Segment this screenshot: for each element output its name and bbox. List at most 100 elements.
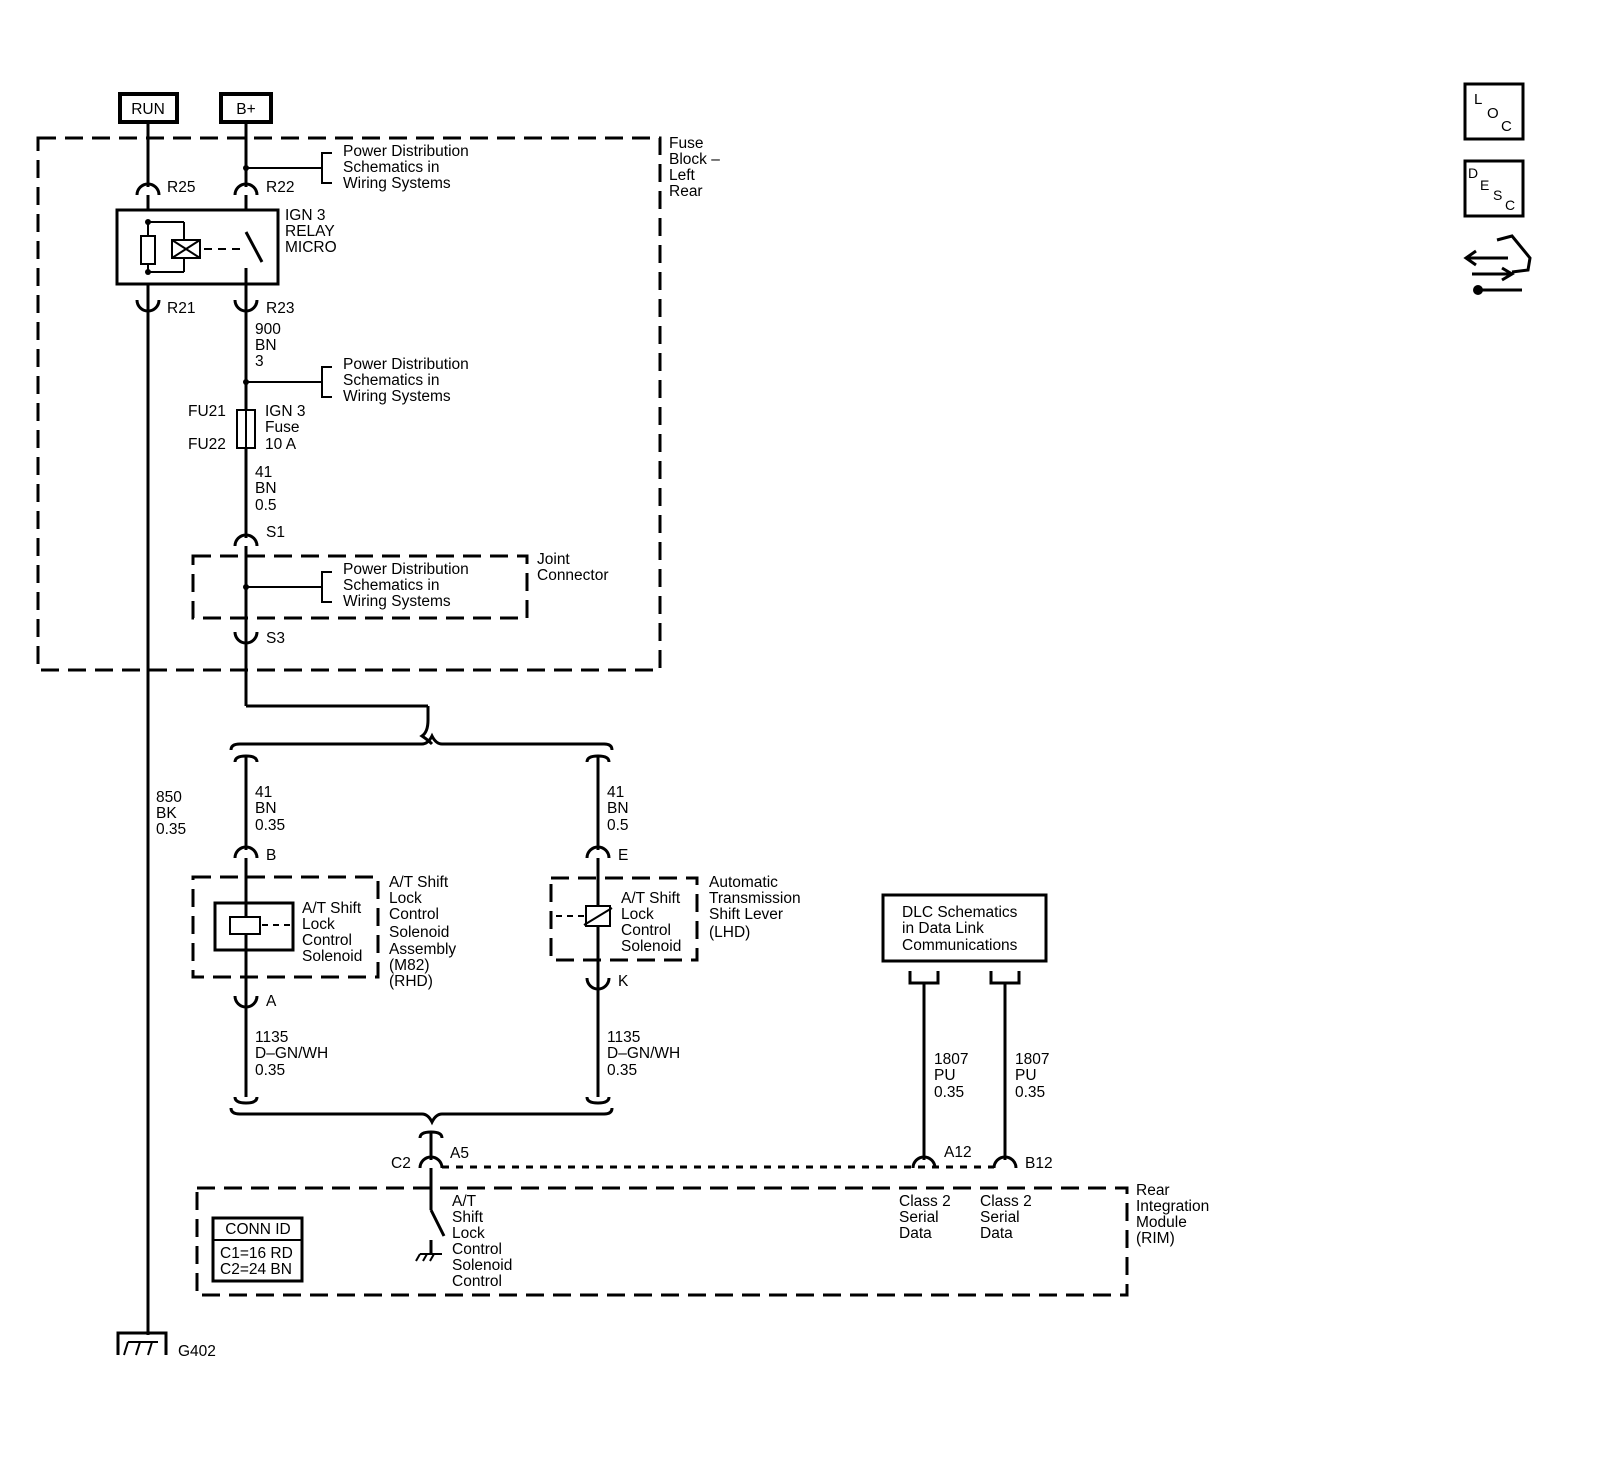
splice-s1: S1	[266, 524, 285, 541]
svg-text:Communications: Communications	[902, 937, 1018, 954]
svg-text:41: 41	[607, 784, 624, 801]
svg-text:MICRO: MICRO	[285, 239, 337, 256]
svg-text:900: 900	[255, 321, 281, 338]
pin-a: A	[266, 993, 277, 1010]
right-wire-in-label: 41 BN 0.5	[607, 784, 629, 834]
svg-text:A/T Shift: A/T Shift	[302, 900, 362, 917]
svg-text:41: 41	[255, 464, 272, 481]
ground-wire-label-2: BK	[156, 805, 177, 822]
svg-text:0.35: 0.35	[255, 1062, 285, 1079]
svg-text:Block –: Block –	[669, 151, 720, 168]
svg-text:O: O	[1487, 105, 1499, 122]
power-distribution-ref-3[interactable]: Power Distribution Schematics in Wiring …	[243, 561, 469, 610]
svg-text:1135: 1135	[255, 1029, 288, 1046]
left-branch-wire	[233, 754, 259, 1105]
svg-text:Shift: Shift	[452, 1209, 484, 1226]
svg-text:Fuse: Fuse	[669, 135, 703, 152]
svg-text:Transmission: Transmission	[709, 890, 801, 907]
svg-text:Serial: Serial	[980, 1209, 1020, 1226]
svg-text:Control: Control	[389, 906, 439, 923]
svg-text:D–GN/WH: D–GN/WH	[255, 1045, 328, 1062]
description-icon[interactable]: D E S C	[1463, 159, 1525, 218]
svg-text:Rear: Rear	[1136, 1182, 1170, 1199]
svg-text:Solenoid: Solenoid	[389, 924, 449, 941]
shift-lock-control-switch	[415, 1209, 446, 1262]
power-distribution-ref-1[interactable]: Power Distribution Schematics in Wiring …	[243, 143, 469, 192]
location-icon[interactable]: L O C	[1463, 82, 1525, 141]
svg-text:Left: Left	[669, 167, 696, 184]
svg-text:Control: Control	[302, 932, 352, 949]
ign3-fuse-label: IGN 3 Fuse 10 A	[265, 403, 305, 453]
svg-text:Wiring Systems: Wiring Systems	[343, 175, 451, 192]
wire-41-label: 41 BN 0.5	[255, 464, 277, 514]
svg-text:BN: BN	[255, 800, 277, 817]
svg-text:RELAY: RELAY	[285, 223, 335, 240]
svg-text:A/T Shift: A/T Shift	[389, 874, 449, 891]
right-branch-wire	[585, 754, 611, 1105]
svg-text:BN: BN	[607, 800, 629, 817]
joint-connector-outline	[191, 554, 529, 620]
pin-r21: R21	[167, 300, 195, 317]
joint-connector-label: Joint Connector	[537, 551, 609, 584]
pin-a12: A12	[944, 1144, 972, 1161]
power-distribution-ref-2[interactable]: Power Distribution Schematics in Wiring …	[243, 356, 469, 405]
class2-serial-data-b-label: Class 2 Serial Data	[980, 1193, 1032, 1242]
pin-fu21: FU21	[188, 403, 226, 420]
svg-text:L: L	[1474, 91, 1482, 108]
left-wire-in-label: 41 BN 0.35	[255, 784, 285, 834]
svg-text:CONN ID: CONN ID	[225, 1221, 290, 1238]
svg-text:10 A: 10 A	[265, 436, 297, 453]
shift-lever-label: Automatic Transmission Shift Lever (LHD)	[709, 874, 801, 941]
svg-text:B+: B+	[236, 101, 255, 118]
svg-text:Control: Control	[621, 922, 671, 939]
svg-text:0.5: 0.5	[607, 817, 629, 834]
left-solenoid	[213, 901, 295, 952]
ground-g402-label: G402	[178, 1343, 216, 1360]
svg-text:Automatic: Automatic	[709, 874, 778, 891]
pin-r22: R22	[266, 179, 294, 196]
dlc-reference[interactable]: DLC Schematics in Data Link Communicatio…	[881, 893, 1048, 963]
svg-text:Solenoid: Solenoid	[621, 938, 681, 955]
svg-text:(LHD): (LHD)	[709, 924, 750, 941]
svg-text:Connector: Connector	[537, 567, 609, 584]
right-solenoid	[556, 905, 613, 927]
svg-text:Solenoid: Solenoid	[452, 1257, 512, 1274]
right-wire-out-label: 1135 D–GN/WH 0.35	[607, 1029, 680, 1079]
svg-text:Fuse: Fuse	[265, 419, 299, 436]
svg-text:Lock: Lock	[452, 1225, 485, 1242]
svg-text:Module: Module	[1136, 1214, 1187, 1231]
svg-text:BN: BN	[255, 480, 277, 497]
svg-text:D–GN/WH: D–GN/WH	[607, 1045, 680, 1062]
wire-900-label: 900 BN 3	[255, 321, 281, 370]
rim-label: Rear Integration Module (RIM)	[1136, 1182, 1209, 1247]
run-terminal[interactable]: RUN	[118, 92, 179, 124]
pin-r25: R25	[167, 179, 195, 196]
svg-text:Assembly: Assembly	[389, 941, 456, 958]
svg-text:1135: 1135	[607, 1029, 640, 1046]
svg-text:IGN 3: IGN 3	[285, 207, 325, 224]
dlc-wire-b-label: 1807 PU 0.35	[1015, 1051, 1049, 1101]
m82-assembly-label: A/T Shift Lock Control Solenoid Assembly…	[389, 874, 456, 990]
fuse-block-outline	[36, 136, 662, 672]
pin-b: B	[266, 847, 276, 864]
conn-id-box: CONN ID C1=16 RD C2=24 BN	[211, 1216, 304, 1283]
svg-text:C2=24 BN: C2=24 BN	[220, 1261, 292, 1278]
ign3-fuse	[236, 409, 256, 449]
fuse-block-label: Fuse Block – Left Rear	[669, 135, 720, 200]
left-wire-out-label: 1135 D–GN/WH 0.35	[255, 1029, 328, 1079]
svg-text:Class 2: Class 2	[899, 1193, 951, 1210]
conn-c2: C2	[391, 1155, 411, 1172]
pin-e: E	[618, 847, 628, 864]
diagnostic-hand-wrench-icon[interactable]	[1463, 234, 1532, 295]
ign3-relay	[115, 208, 280, 286]
class2-serial-data-a-label: Class 2 Serial Data	[899, 1193, 951, 1242]
svg-text:Schematics in: Schematics in	[343, 372, 439, 389]
ground-g402-symbol	[116, 1331, 168, 1356]
svg-text:0.35: 0.35	[1015, 1084, 1045, 1101]
svg-text:Lock: Lock	[389, 890, 422, 907]
svg-text:IGN 3: IGN 3	[265, 403, 305, 420]
pin-r23: R23	[266, 300, 294, 317]
svg-text:Schematics in: Schematics in	[343, 577, 439, 594]
bplus-terminal[interactable]: B+	[219, 92, 273, 124]
svg-text:A/T Shift: A/T Shift	[621, 890, 681, 907]
